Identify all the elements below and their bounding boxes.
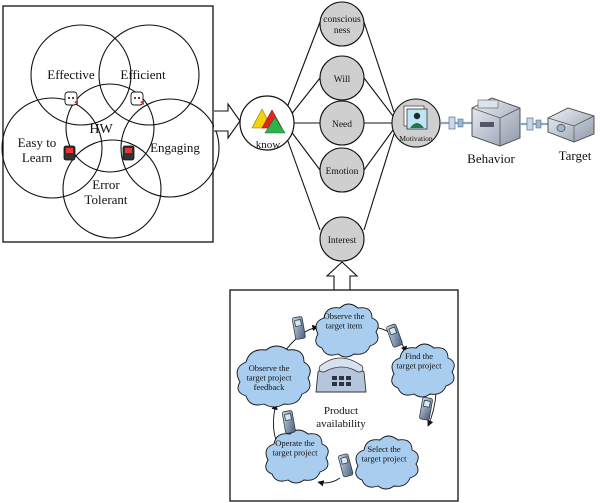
effective-label: Effective [47, 67, 95, 82]
node-need-label: Need [332, 120, 352, 130]
behavior-label: Behavior [467, 151, 515, 166]
mini-device-icon-right [122, 145, 135, 161]
circle-hw-center [65, 83, 155, 173]
phone-icons [281, 316, 433, 478]
node-will [319, 55, 365, 101]
motivation-portrait-icon [403, 105, 428, 130]
cloud-find-target-project [391, 343, 455, 398]
node-emotion [319, 147, 365, 193]
circle-error-tolerant [62, 139, 162, 239]
node-interest [319, 216, 365, 262]
node-need [319, 100, 365, 146]
telephone-icon [315, 357, 367, 393]
circle-effective [30, 24, 132, 126]
cloud-observe-feedback [236, 345, 311, 408]
node-emotion-label: Emotion [326, 167, 359, 177]
connector-motivation-behavior [441, 116, 474, 130]
cloud-operate-target-project [265, 429, 329, 484]
cloud-select-target-project [355, 435, 419, 490]
mini-face-icon-left [64, 91, 78, 106]
hw-panel [2, 5, 214, 243]
circle-engaging [120, 98, 220, 198]
arrow-hw-to-know [214, 102, 241, 140]
mini-face-icon-right [130, 91, 144, 106]
know-label: know [256, 139, 281, 151]
behavior-machine-icon [471, 97, 521, 147]
circle-efficient [98, 24, 200, 126]
node-consciousness [319, 1, 365, 47]
node-interest-label: Interest [328, 236, 357, 246]
efficient-label: Efficient [120, 67, 166, 82]
circle-easy-to-learn [1, 97, 103, 199]
cloud-observe-target-item [315, 303, 379, 358]
engaging-label: Engaging [150, 140, 200, 155]
arrow-panel-to-interest [325, 261, 359, 290]
connector-behavior-target [520, 117, 548, 131]
mini-device-icon-left [63, 145, 76, 161]
node-will-label: Will [334, 75, 351, 85]
hw-center-label: HW [89, 122, 113, 137]
target-label: Target [559, 148, 592, 163]
target-projector-icon [547, 107, 595, 143]
motivation-label: Motivation [399, 134, 433, 143]
know-triangles-icon [251, 108, 286, 134]
